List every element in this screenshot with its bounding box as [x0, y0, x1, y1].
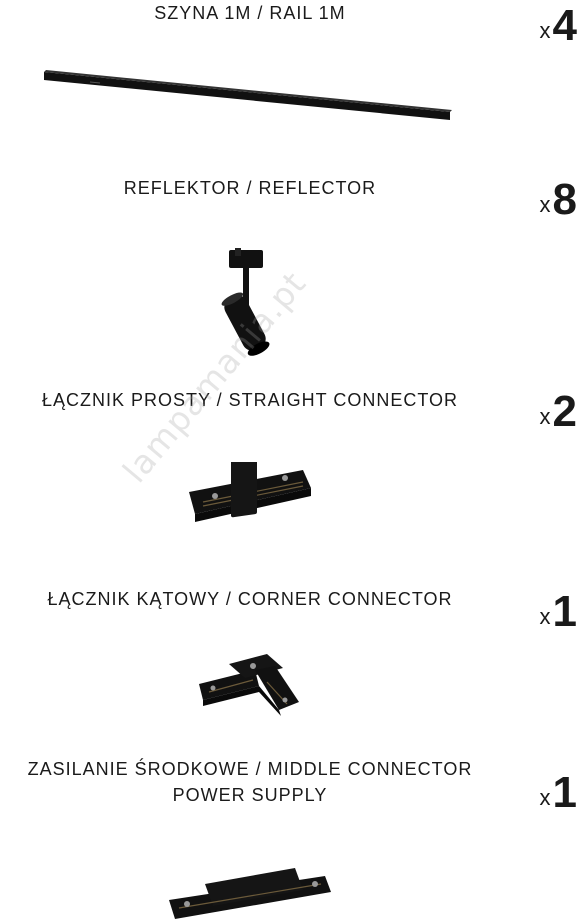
straight-connector-image [189, 462, 311, 522]
item-label-power-supply: POWER SUPPLY [172, 785, 328, 805]
item-label-straight-connector: ŁĄCZNIK PROSTY / STRAIGHT CONNECTOR [41, 390, 459, 410]
item-label-rail: SZYNA 1M / RAIL 1M [154, 3, 346, 23]
item-label-middle-connector: ZASILANIE ŚRODKOWE / MIDDLE CONNECTOR [27, 759, 473, 779]
rail-image [44, 70, 452, 120]
quantity-reflector: x 8 [539, 175, 577, 224]
corner-connector-image [199, 654, 299, 716]
quantity-corner-connector: x 1 [539, 587, 577, 636]
reflector-image [221, 248, 270, 356]
middle-connector-image [169, 868, 331, 919]
quantity-straight-connector: x 2 [539, 387, 577, 436]
quantity-rail: x 4 [539, 1, 577, 50]
quantity-middle-connector: x 1 [539, 768, 577, 817]
item-label-reflector: REFLEKTOR / REFLECTOR [123, 178, 377, 198]
item-label-corner-connector: ŁĄCZNIK KĄTOWY / CORNER CONNECTOR [47, 589, 453, 609]
